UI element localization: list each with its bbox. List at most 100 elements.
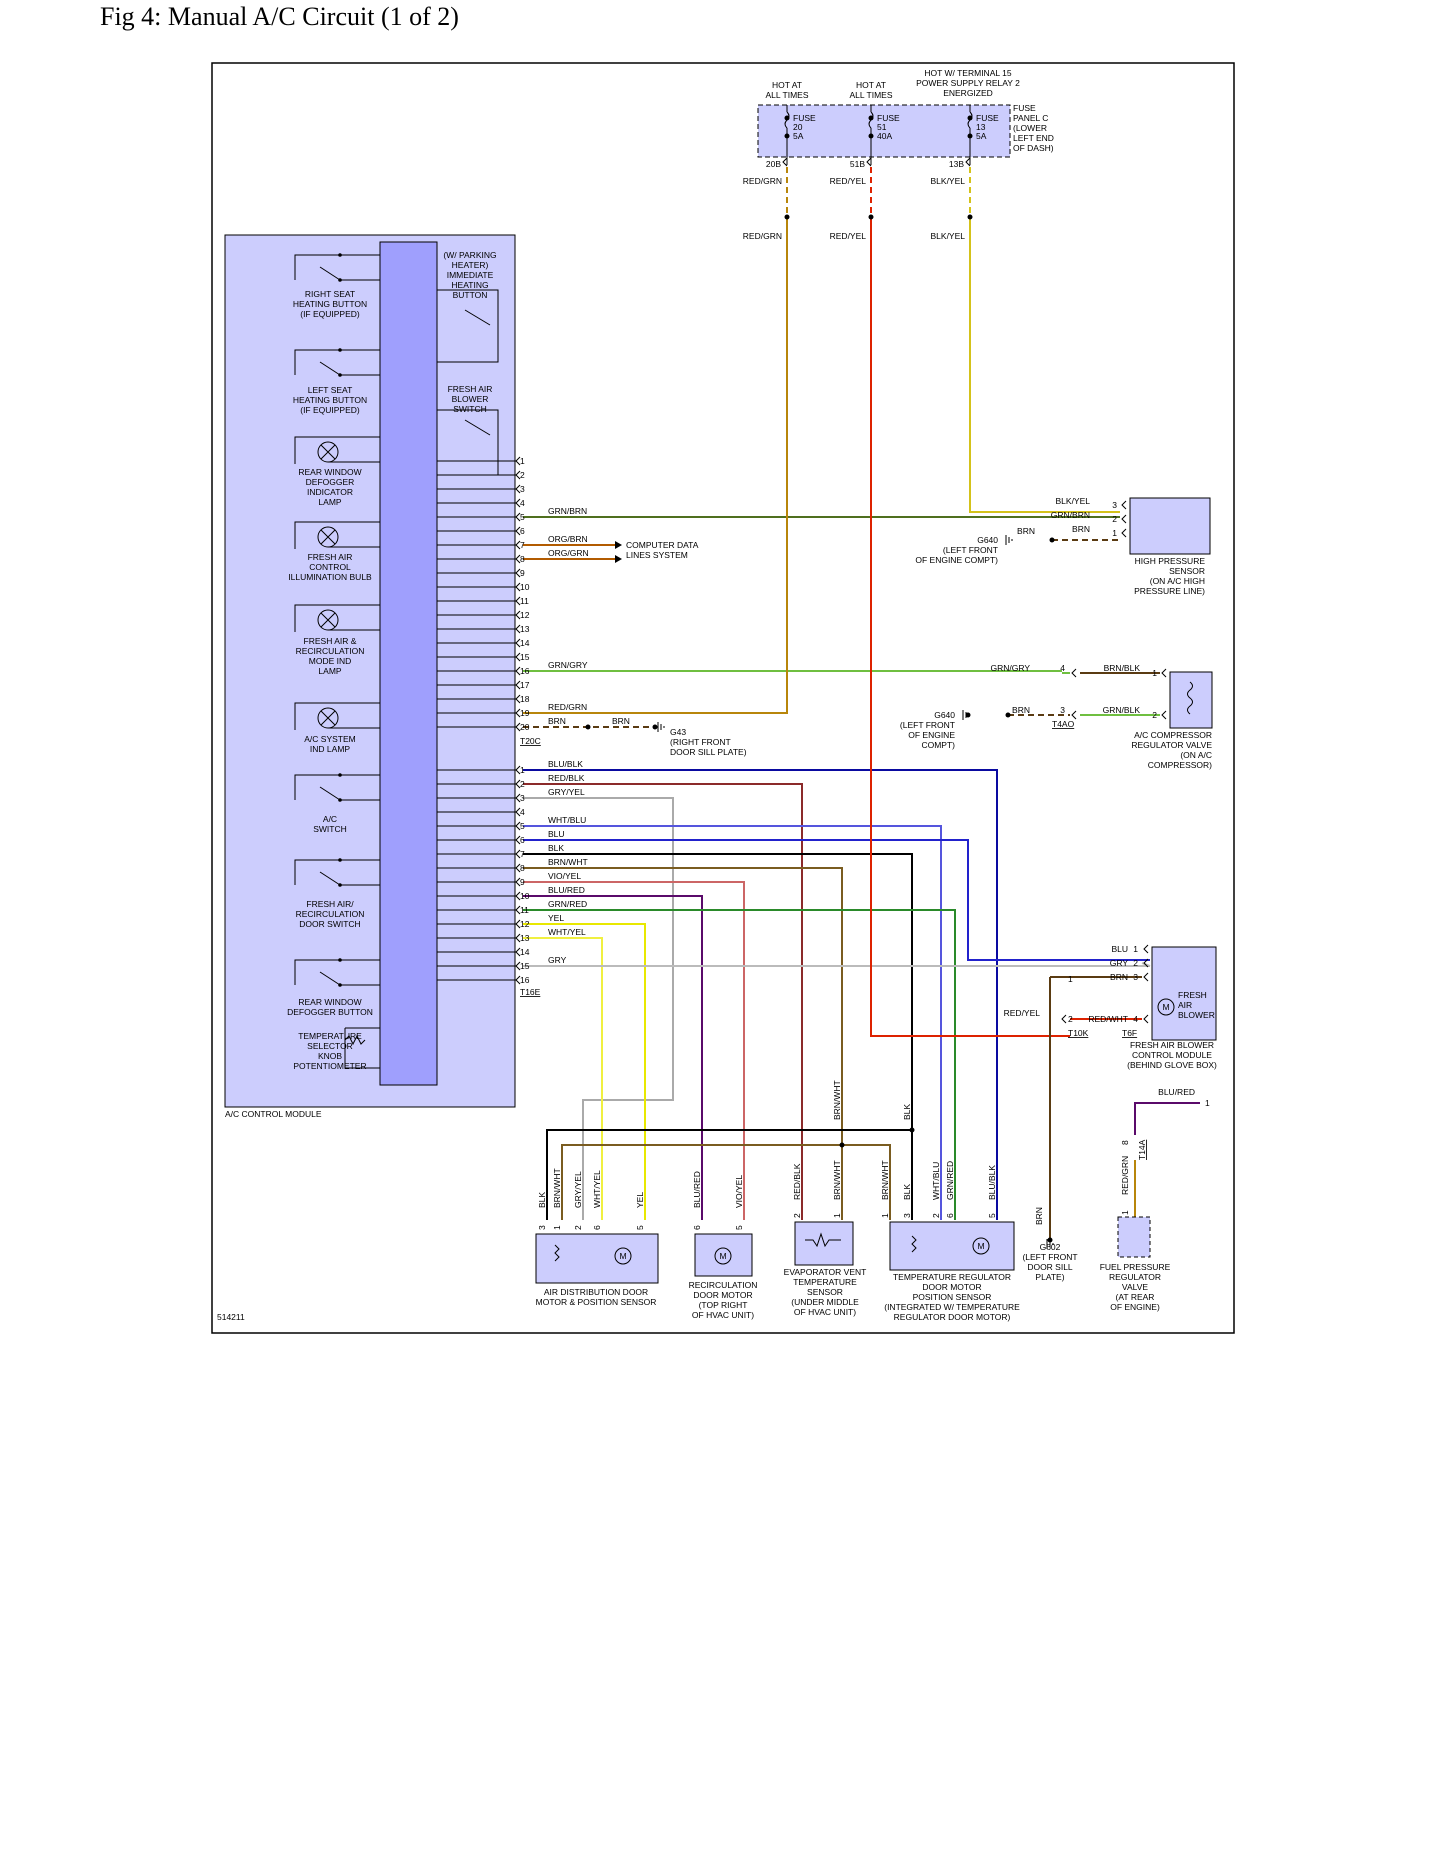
wire-dot [868,214,874,220]
g43-ground-icon [657,722,665,732]
sensor-wire-label: BRN [1072,524,1090,534]
valve-pin: 1 [1152,668,1157,678]
t20c-pin-label: 11 [520,596,529,606]
t20c-pin-label: 15 [520,652,530,662]
t20c-pin-label: 6 [520,526,525,536]
fresh-air-recirc-switch-icon [294,858,380,887]
air-distribution-box [535,1233,659,1284]
blk-splice-dot [909,1127,915,1133]
blower-pin: 2 [1068,1014,1073,1024]
t16e-pin-label: 16 [520,975,530,985]
t16e-pin-label: 7 [520,849,525,859]
fuse-dot [868,115,874,121]
blower-pin: 1 [1068,974,1073,984]
sensor-connector-mark [1121,500,1127,510]
fuse-terminal: 51B [850,159,865,169]
lamp-lead [294,436,380,464]
t20c-pin-label: 3 [520,484,525,494]
blower-motor-icon [1157,998,1175,1016]
wire-label: BLU/RED [692,1171,702,1208]
computer-data-arrow [615,555,622,563]
t16e-wire-label: VIO/YEL [548,871,581,881]
t10k-mark [1061,1014,1067,1024]
t20c-pin-label: 7 [520,540,525,550]
t20c-pin-label: 12 [520,610,530,620]
valve-pin: 2 [1152,710,1157,720]
position-sensor-icon [911,1235,917,1253]
t20c-pin-label: 19 [520,708,530,718]
blower-wire-label: RED/YEL [1004,1008,1041,1018]
t16e-pin-label: 4 [520,807,525,817]
lamp-cross [320,529,336,545]
wire-blu-blk [523,769,998,1220]
t20c-pin-label: 17 [520,680,530,690]
valve-connector-mark [1161,668,1167,678]
t16e-pin-label: 8 [520,863,525,873]
pin-label: 1 [880,1213,890,1218]
wire-label: YEL [635,1192,645,1208]
fuse-terminal: 13B [949,159,964,169]
sensor-pin: 2 [1112,514,1117,524]
wire-label: GRN/RED [945,1161,955,1200]
t16e-pin-label: 12 [520,919,530,929]
splice-dot [965,712,971,718]
wire-brn-wht [523,867,843,1145]
motor-icon [714,1247,732,1265]
lamp-cross [320,710,336,726]
module-name: A/C CONTROL MODULE [225,1109,322,1119]
fuel-valve-box [1117,1216,1151,1258]
splice-dot [1005,712,1011,718]
switch-blade [464,419,491,436]
fuse-dot [868,133,874,139]
fuse-connector [782,157,788,167]
t16e-pin-label: 3 [520,793,525,803]
valve-connector-mark [1071,668,1077,678]
fuse-wire-label: BLK/YEL [931,231,966,241]
sensor-pin: 1 [1112,528,1117,538]
fuse-connector [866,157,872,167]
wire-label: BRN/WHT [832,1160,842,1200]
fuel-pin: 1 [1205,1098,1210,1108]
lamp-cross [320,444,336,460]
t16e-wire-label: BLK [548,843,564,853]
valve-wire-label: BRN [1012,705,1030,715]
pin-label: 5 [987,1213,997,1218]
t16e-wire-label: WHT/BLU [548,815,586,825]
blower-connector-mark [1143,972,1149,982]
valve-wire-label: GRN/GRY [990,663,1030,673]
g640-ground-icon [962,710,970,720]
pin-label: 6 [592,1225,602,1230]
t20c-pin-label: 18 [520,694,530,704]
page-title: Fig 4: Manual A/C Circuit (1 of 2) [100,2,459,31]
pin-label: 2 [931,1213,941,1218]
fresh-air-bulb-icon [294,521,380,549]
t16e-pin-label: 13 [520,933,530,943]
t20c-pin-label: 8 [520,554,525,564]
fuel-wire-label: RED/GRN [1120,1156,1130,1195]
left-seat-heating-switch-icon [294,348,380,377]
temp-regulator-box [889,1221,1015,1271]
wire-blu-red [523,895,703,1220]
motor-icon [972,1237,990,1255]
t16e-wire-label: WHT/YEL [548,927,586,937]
blower-pin: 2 [1133,958,1138,968]
t20c-pin-label: 2 [520,470,525,480]
rear-defogger-lamp-icon [294,436,380,464]
pin-label: 3 [902,1213,912,1218]
pin-label: 3 [537,1225,547,1230]
blower-module-box [1151,946,1217,1041]
wire-label: BRN/WHT [552,1168,562,1208]
